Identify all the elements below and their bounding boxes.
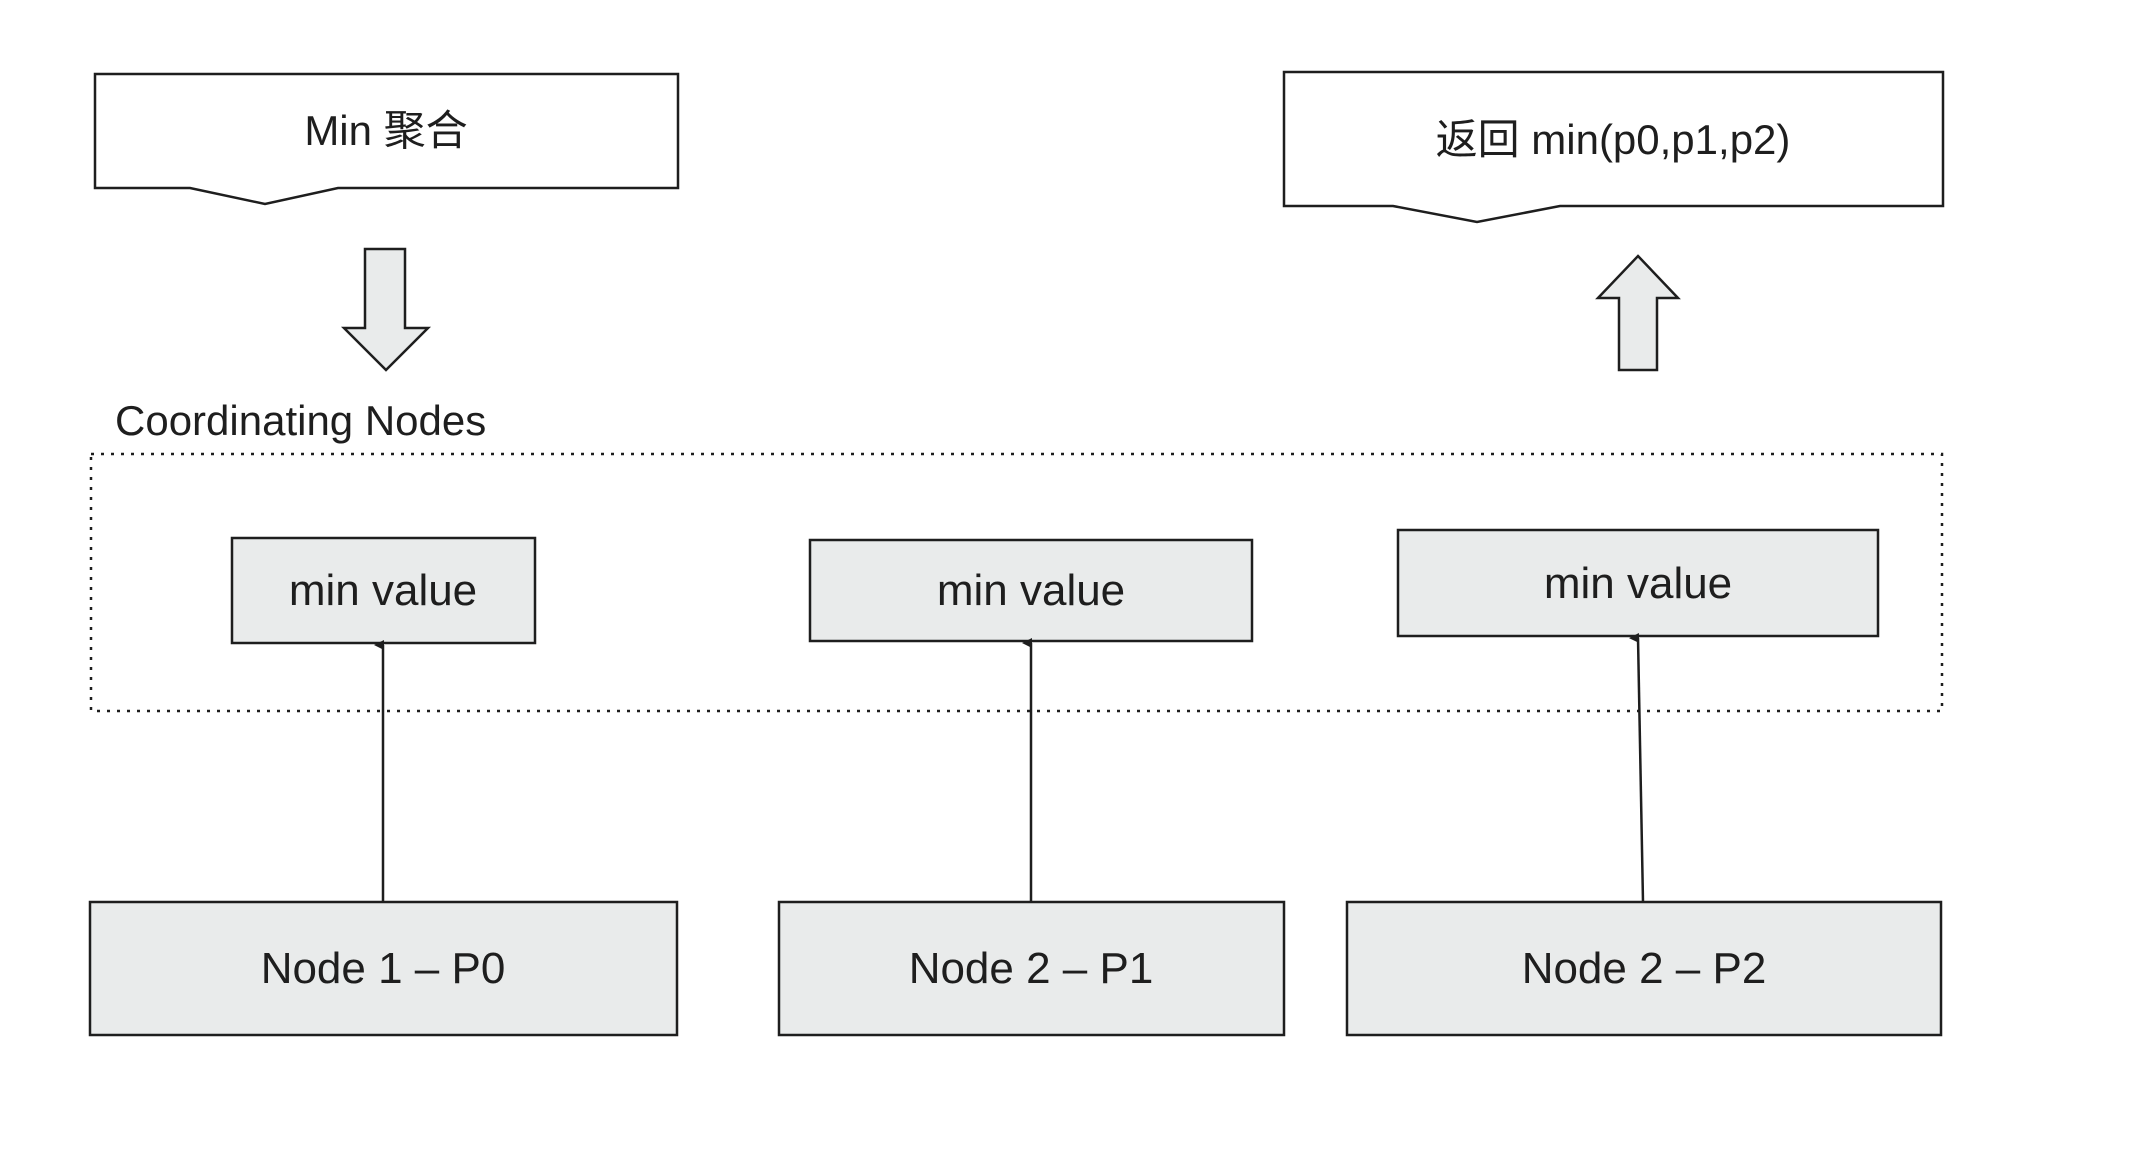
up-arrow-icon [1595,254,1681,372]
connector-arrow [1629,632,1645,903]
result-callout-label: 返回 min(p0,p1,p2) [1436,116,1791,163]
min-value-label: min value [1544,559,1732,608]
min-value-box: min value [230,536,537,645]
data-node-label: Node 2 – P2 [1522,944,1767,993]
data-node-box: Node 1 – P0 [88,900,679,1037]
min-value-label: min value [289,566,477,615]
min-value-label: min value [937,566,1125,615]
aggregation-callout-label: Min 聚合 [304,107,467,154]
data-node-label: Node 2 – P1 [909,944,1154,993]
data-node-box: Node 2 – P1 [777,900,1286,1037]
min-value-box: min value [1396,528,1880,638]
down-arrow-icon [340,247,432,372]
data-node-box: Node 2 – P2 [1345,900,1943,1037]
min-value-box: min value [808,538,1254,643]
result-callout: 返回 min(p0,p1,p2) [1282,70,1945,224]
data-node-label: Node 1 – P0 [261,944,506,993]
coordinating-nodes-label: Coordinating Nodes [115,397,486,444]
aggregation-callout: Min 聚合 [93,72,680,206]
